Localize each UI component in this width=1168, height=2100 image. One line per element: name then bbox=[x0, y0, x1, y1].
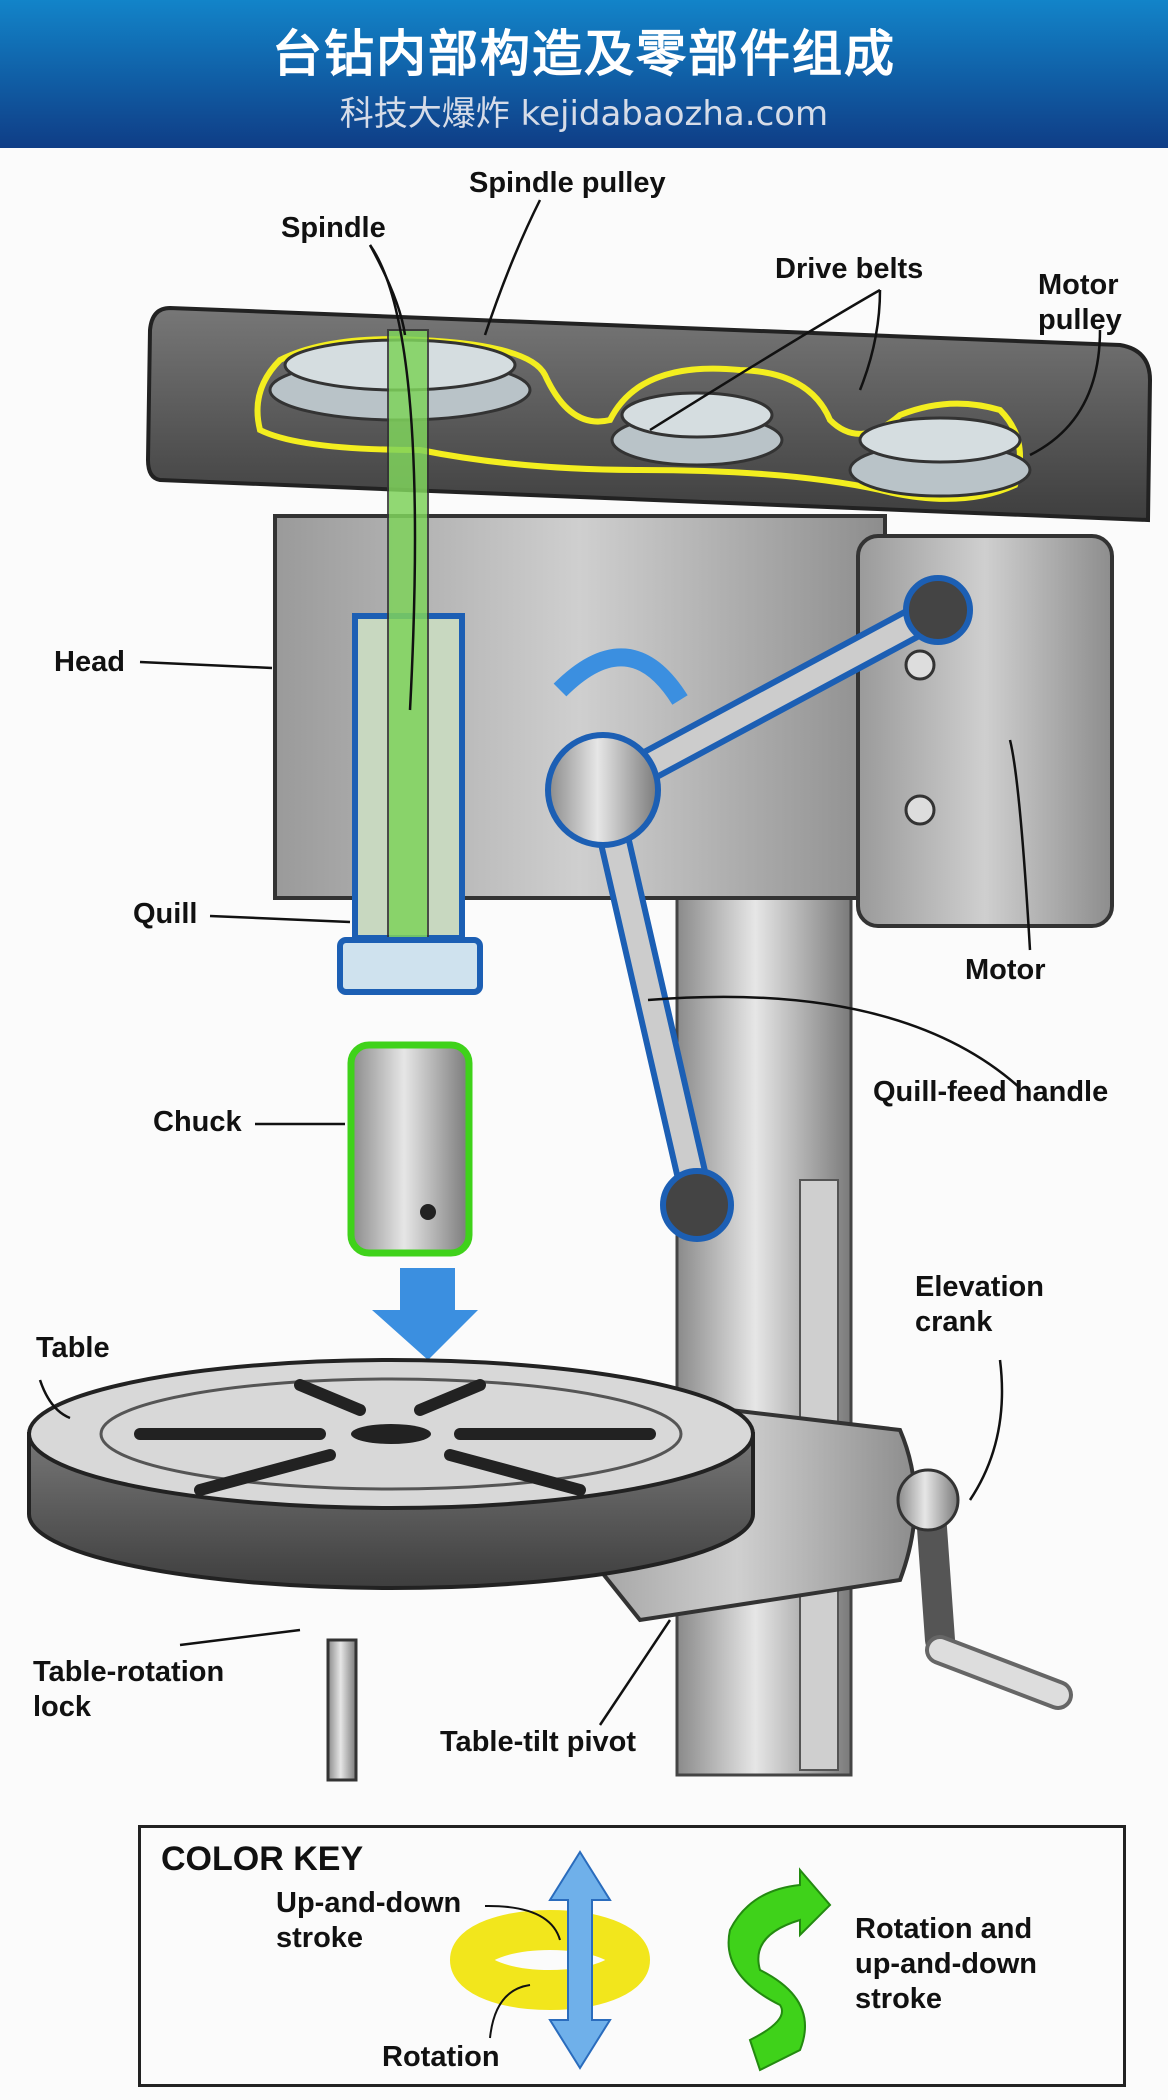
label-motor: Motor bbox=[965, 954, 1046, 986]
elevation-crank bbox=[896, 1468, 1073, 1710]
label-line: Rotation and bbox=[855, 1913, 1033, 1945]
label-line: pulley bbox=[1038, 304, 1122, 336]
label-line: crank bbox=[915, 1306, 993, 1338]
spindle bbox=[387, 329, 429, 991]
color-key-title: COLOR KEY bbox=[161, 1840, 364, 1878]
label-table: Table bbox=[36, 1332, 110, 1364]
chuck bbox=[347, 1041, 473, 1257]
table-rotation-lock bbox=[326, 1638, 358, 1782]
header-banner: 台钻内部构造及零部件组成 科技大爆炸 kejidabaozha.com bbox=[0, 0, 1168, 148]
label-line: up-and-down bbox=[855, 1948, 1038, 1980]
motor-pulley bbox=[848, 416, 1032, 498]
key-label-rotation-and-up-down: Rotation and up-and-down stroke bbox=[855, 1912, 1037, 2017]
color-key-box bbox=[138, 1825, 1126, 2087]
label-motor-pulley: Motor pulley bbox=[1038, 268, 1122, 338]
page-subtitle: 科技大爆炸 kejidabaozha.com bbox=[339, 94, 829, 134]
label-spindle-pulley: Spindle pulley bbox=[469, 167, 666, 199]
label-chuck: Chuck bbox=[153, 1106, 242, 1138]
rotation-arrow-icon bbox=[553, 648, 688, 705]
label-line: lock bbox=[33, 1691, 92, 1723]
leader-lines bbox=[38, 199, 1102, 1726]
label-spindle: Spindle bbox=[281, 212, 386, 244]
label-drive-belts: Drive belts bbox=[775, 253, 924, 285]
quill-feed-handle bbox=[545, 575, 973, 1242]
label-table-rotation-lock: Table-rotation lock bbox=[33, 1655, 224, 1725]
label-quill-feed-handle: Quill-feed handle bbox=[873, 1076, 1109, 1108]
label-line: Motor bbox=[1038, 269, 1119, 301]
key-label-rotation: Rotation bbox=[382, 2041, 500, 2073]
drive-belt bbox=[254, 336, 1023, 502]
page-title: 台钻内部构造及零部件组成 bbox=[272, 25, 896, 83]
label-line: stroke bbox=[855, 1983, 943, 2015]
down-arrow-icon bbox=[372, 1268, 478, 1360]
label-head: Head bbox=[54, 646, 125, 678]
label-line: stroke bbox=[276, 1922, 364, 1954]
label-line: Table-rotation bbox=[33, 1656, 225, 1688]
label-line: Elevation bbox=[915, 1271, 1044, 1303]
intermediate-pulley bbox=[610, 391, 784, 467]
label-quill: Quill bbox=[133, 898, 198, 930]
key-label-up-down: Up-and-down stroke bbox=[276, 1886, 461, 1956]
label-elevation-crank: Elevation crank bbox=[915, 1270, 1044, 1340]
table bbox=[27, 1358, 755, 1590]
motor bbox=[856, 534, 1114, 928]
label-table-tilt-pivot: Table-tilt pivot bbox=[440, 1726, 637, 1758]
label-line: Up-and-down bbox=[276, 1887, 462, 1919]
